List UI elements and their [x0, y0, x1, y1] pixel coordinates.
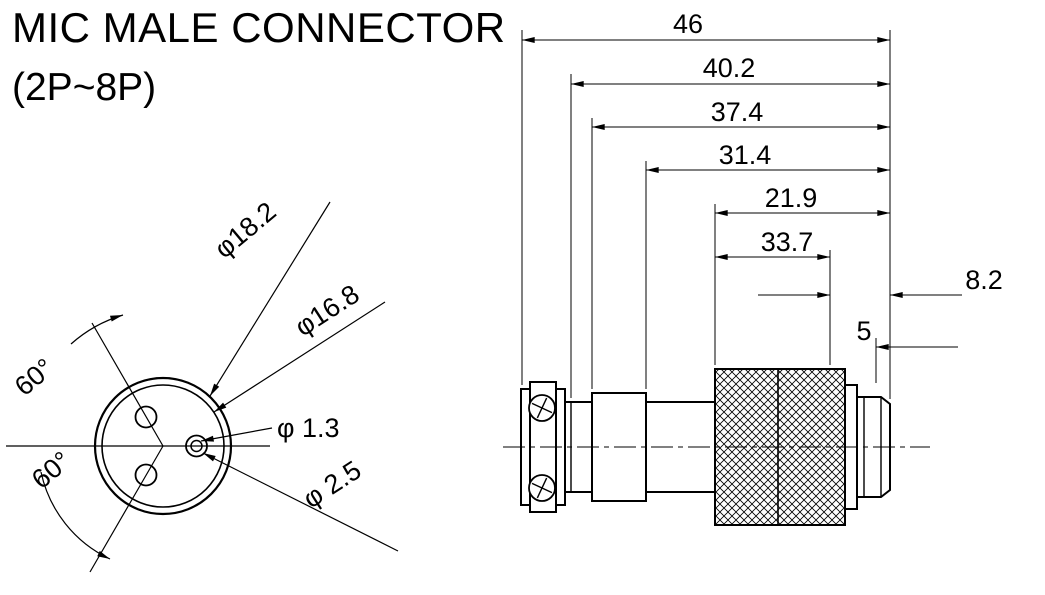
- pin-bottom-left: [134, 463, 158, 487]
- leader-pin-large: [202, 452, 399, 552]
- pin-top-left: [134, 405, 158, 429]
- angle-label-lower: 60°: [26, 445, 77, 494]
- angle-arc-lower: [40, 471, 111, 560]
- screw-bottom: [528, 474, 556, 502]
- angle-dimensions: [6, 314, 270, 573]
- screw-bottom-cross-icon: [531, 477, 553, 499]
- dim-pin-small-diameter: φ 1.3: [277, 413, 340, 443]
- angle-line-upper: [91, 322, 164, 447]
- dim-pin-large-diameter: φ 2.5: [298, 455, 367, 514]
- page-title: MIC MALE CONNECTOR: [12, 4, 506, 51]
- dim-40-2: 40.2: [703, 53, 756, 83]
- leader-inner-diameter: [213, 301, 386, 413]
- side-view: 46 40.2 37.4 31.4 21.9 33.7 8.2 5: [503, 9, 1003, 526]
- leader-outer-diameter: [209, 201, 331, 397]
- angle-label-upper: 60°: [9, 352, 60, 401]
- dimension-lines: [522, 37, 962, 350]
- dim-overall-length: 46: [673, 9, 703, 39]
- angle-arc-upper: [70, 314, 124, 345]
- dim-31-4: 31.4: [719, 140, 772, 170]
- dim-21-9: 21.9: [765, 183, 818, 213]
- dim-outer-diameter: φ18.2: [209, 196, 282, 264]
- page-subtitle: (2P~8P): [12, 66, 156, 109]
- dim-33-7: 33.7: [761, 227, 814, 257]
- leader-pin-small: [200, 427, 273, 442]
- angle-line-lower: [89, 445, 164, 573]
- dim-5: 5: [856, 316, 871, 346]
- dim-inner-diameter: φ16.8: [290, 279, 365, 342]
- screw-top-cross-icon: [531, 397, 553, 419]
- front-view: 60° 60° φ18.2 φ16.8 φ 1.3 φ 2.5: [6, 196, 399, 573]
- diameter-leaders: [200, 201, 399, 552]
- dim-8-2: 8.2: [965, 265, 1003, 295]
- screw-top: [528, 394, 556, 422]
- dim-37-4: 37.4: [711, 97, 764, 127]
- extension-lines: [521, 30, 891, 399]
